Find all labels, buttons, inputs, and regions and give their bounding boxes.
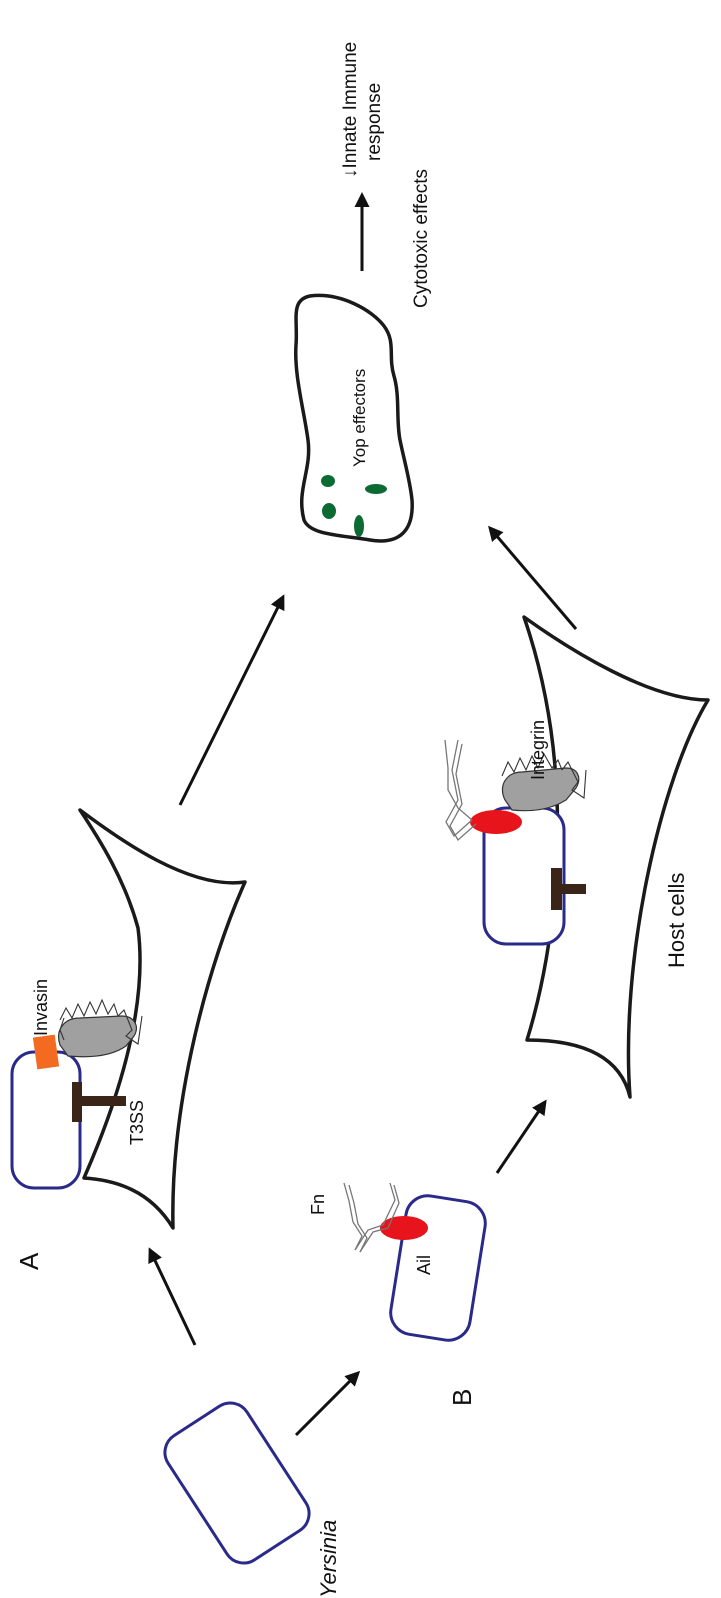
arrow-to-panel-a: [150, 1250, 195, 1345]
yop-effector: [322, 503, 336, 519]
t3ss-label: T3SS: [127, 1100, 147, 1145]
innate-immune-label-2: response: [364, 83, 385, 161]
panel-b-label: B: [447, 1389, 477, 1406]
fibronectin-b1: [344, 1183, 399, 1252]
fn-label: Fn: [308, 1194, 328, 1215]
bacterium-a: [12, 1052, 80, 1188]
ail-label: Ail: [414, 1255, 434, 1275]
host-cells-label: Host cells: [664, 873, 689, 968]
ail-protein-bound: [470, 810, 522, 834]
cytotoxic-effects-label: Cytotoxic effects: [411, 169, 432, 308]
arrow-to-panel-b: [296, 1373, 358, 1435]
yop-effector: [365, 484, 387, 494]
innate-immune-label: ↓Innate Immune: [340, 42, 361, 178]
invasin-protein: [33, 1035, 59, 1070]
yersinia-label: Yersinia: [316, 1520, 341, 1598]
arrow-b-to-yop: [490, 528, 576, 629]
arrow-ail-to-host-b: [497, 1102, 545, 1173]
integrin-label: Integrin: [528, 720, 548, 780]
arrow-a-to-yop: [180, 597, 283, 805]
t3ss-b: [551, 868, 586, 910]
yop-effector: [321, 475, 335, 487]
yop-effector: [354, 515, 364, 537]
invasin-label: Invasin: [31, 979, 51, 1036]
yop-effectors-label: Yop effectors: [350, 369, 369, 467]
bacterium-b-ail: [388, 1193, 489, 1344]
yersinia-bacterium: [157, 1395, 316, 1570]
panel-a-label: A: [14, 1252, 44, 1270]
